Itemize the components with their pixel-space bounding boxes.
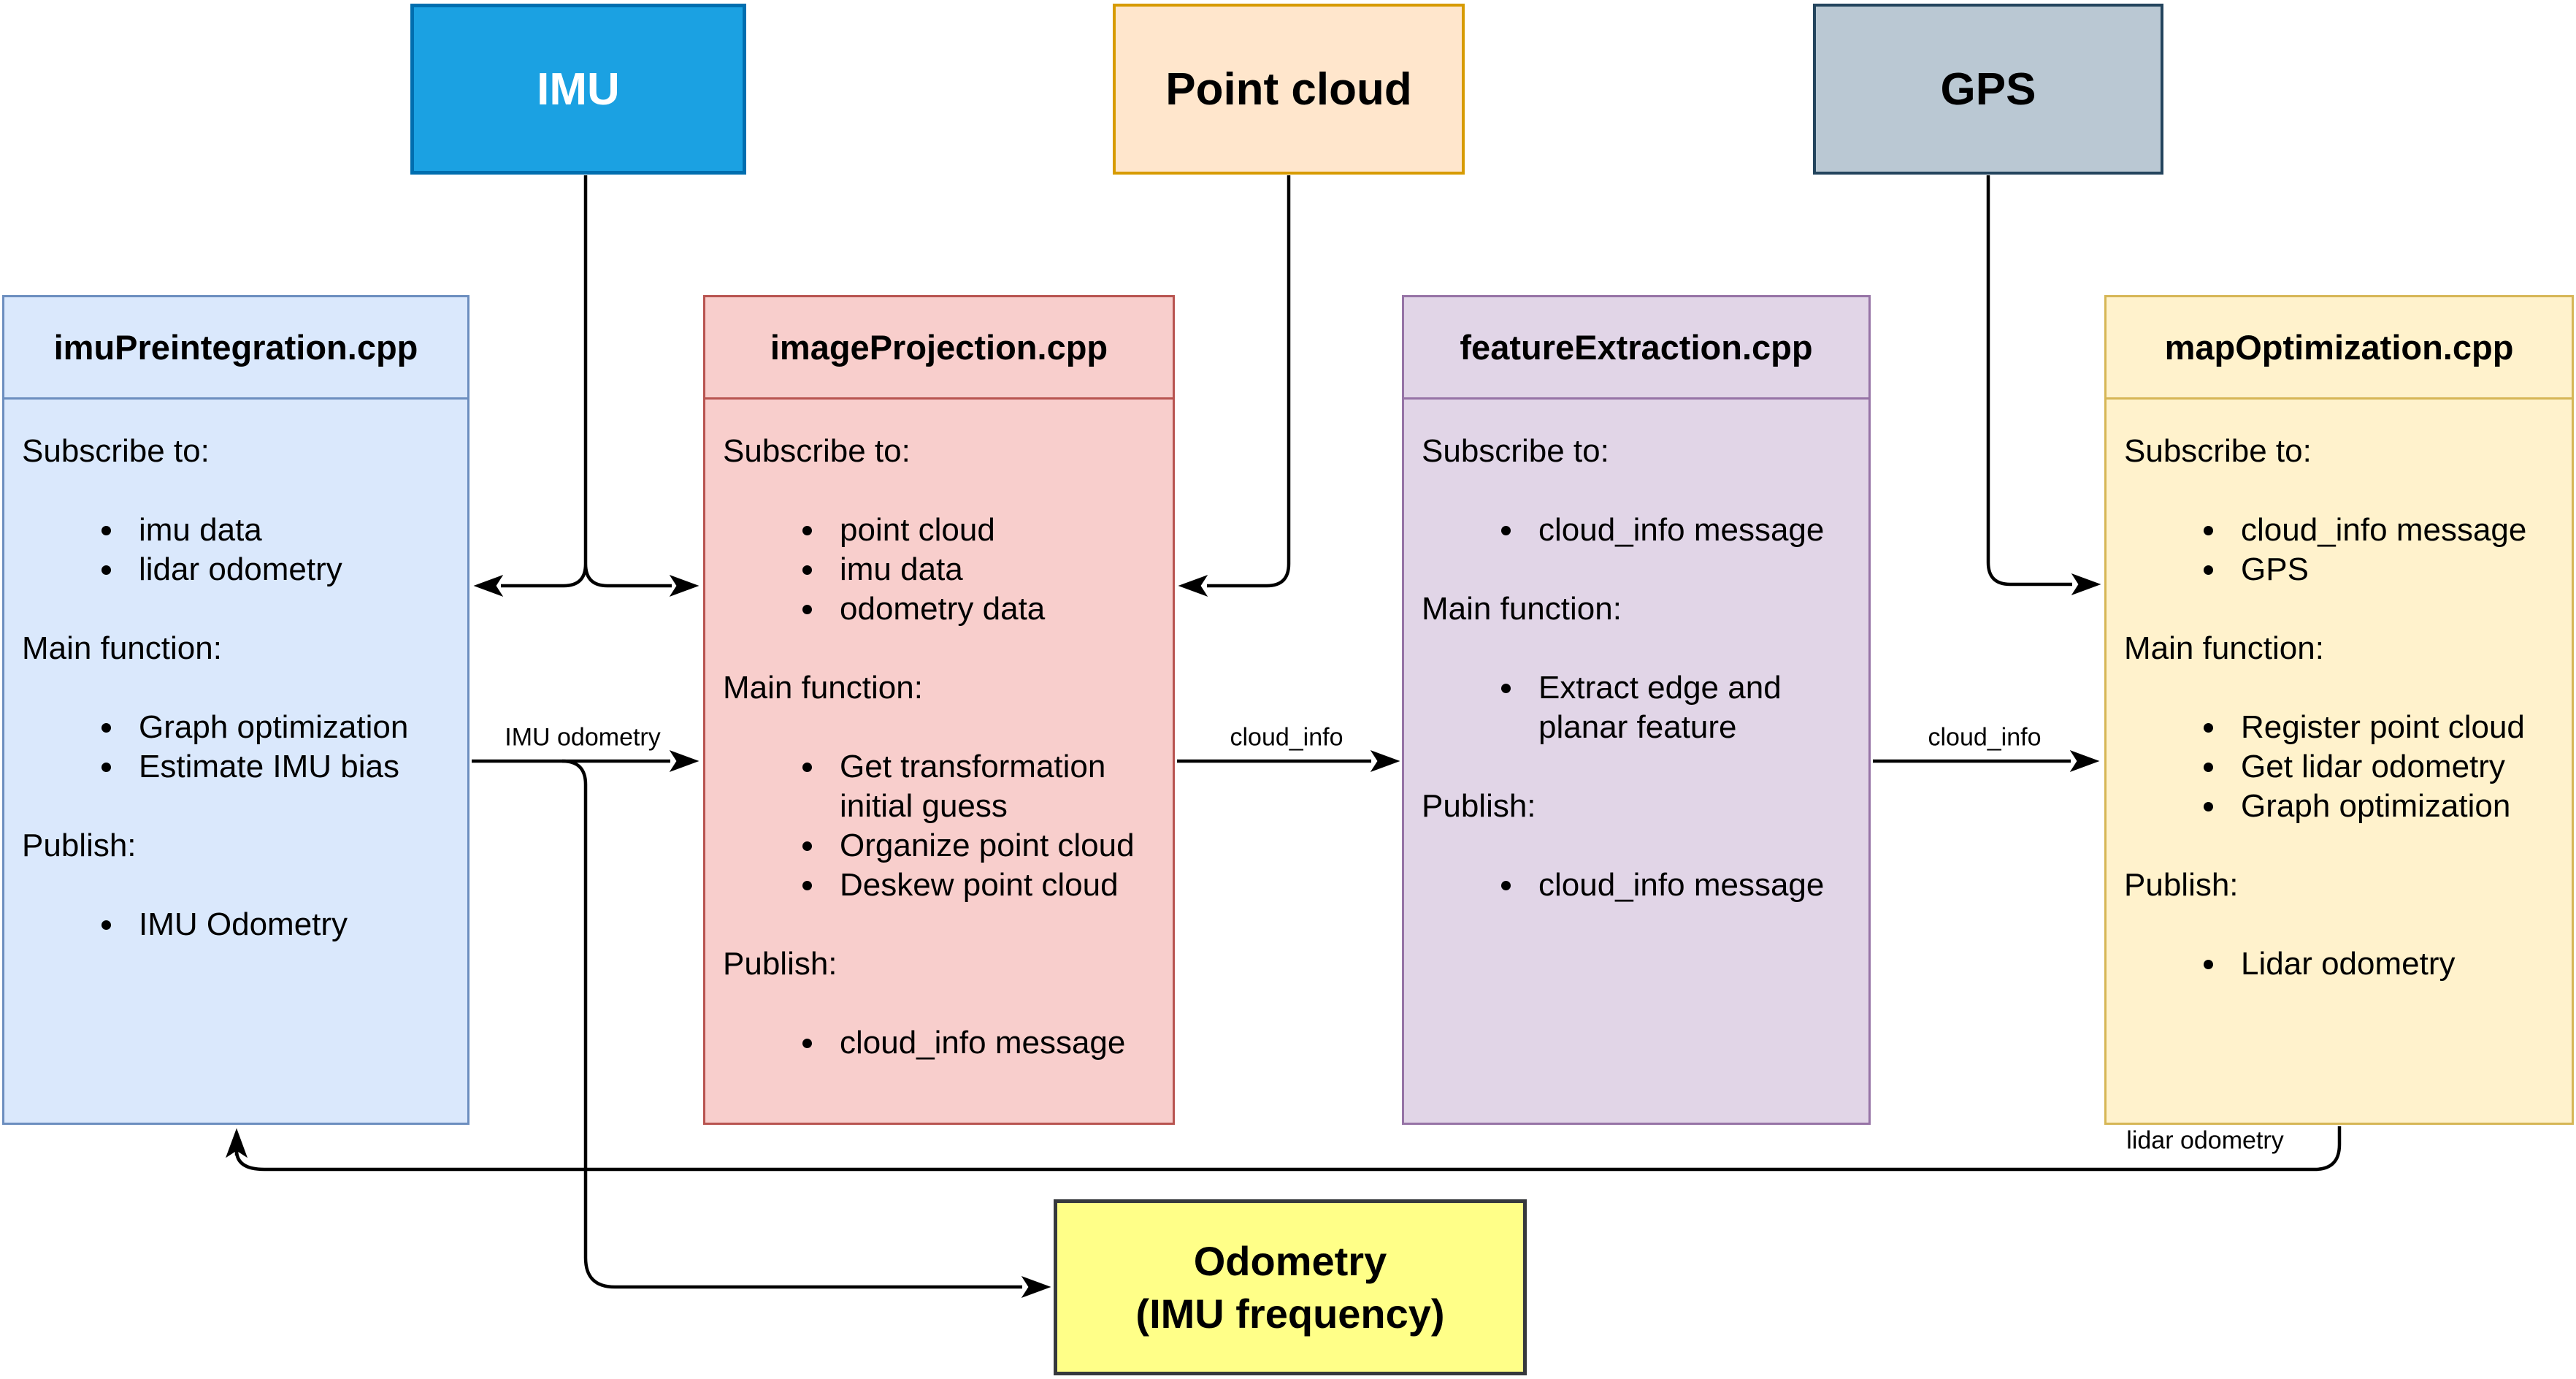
module-body: Subscribe to: imu data lidar odometry Ma… [4,400,467,944]
module-body: Subscribe to: cloud_info message Main fu… [1404,400,1868,905]
section-heading-publish: Publish: [22,828,137,863]
list-item: imu data [827,550,1162,589]
section-heading-main-function: Main function: [22,630,222,666]
module-box-imageprojection: imageProjection.cpp Subscribe to: point … [703,295,1175,1125]
main-function-list: Register point cloud Get lidar odometry … [2124,708,2561,826]
list-item: Get lidar odometry [2228,747,2561,787]
list-item: Estimate IMU bias [126,747,457,787]
list-item: Register point cloud [2228,708,2561,747]
edge-imu-raw [501,175,672,588]
module-title: imageProjection.cpp [705,297,1173,400]
edge-label-lidar-odometry: lidar odometry [2126,1126,2284,1155]
publish-list: cloud_info message [723,1023,1162,1063]
module-title: featureExtraction.cpp [1404,297,1868,400]
list-item: Get transformation initial guess [827,747,1162,826]
list-item: cloud_info message [1525,866,1858,905]
list-item: IMU Odometry [126,905,457,944]
source-label-gps: GPS [1940,64,2036,115]
arrowhead-imu-odometry [669,750,699,772]
list-item: Deskew point cloud [827,866,1162,905]
source-label-imu: IMU [537,64,620,115]
arrowhead-lidar-odometry-feedback [226,1128,248,1158]
arrowhead-imu-raw-right [669,575,699,597]
section-heading-main-function: Main function: [723,670,923,706]
list-item: Organize point cloud [827,826,1162,866]
list-item: cloud_info message [827,1023,1162,1063]
list-item: lidar odometry [126,550,457,589]
source-box-gps: GPS [1813,4,2163,175]
module-title: imuPreintegration.cpp [4,297,467,400]
arrowhead-cloud-info-1 [1370,750,1400,772]
output-label-line2: (IMU frequency) [1135,1290,1445,1337]
list-item: Lidar odometry [2228,944,2561,984]
subscribe-list: imu data lidar odometry [22,511,457,589]
section-heading-main-function: Main function: [2124,630,2324,666]
section-heading-subscribe: Subscribe to: [22,433,210,469]
edge-point-cloud [1207,175,1291,588]
edge-label-cloud-info-1: cloud_info [1230,723,1343,752]
subscribe-list: point cloud imu data odometry data [723,511,1162,629]
main-function-list: Get transformation initial guess Organiz… [723,747,1162,905]
section-heading-publish: Publish: [2124,867,2239,903]
publish-list: IMU Odometry [22,905,457,944]
list-item: odometry data [827,589,1162,629]
list-item: point cloud [827,511,1162,550]
output-box-odometry: Odometry (IMU frequency) [1054,1199,1527,1375]
subscribe-list: cloud_info message [1422,511,1858,550]
module-title: mapOptimization.cpp [2107,297,2572,400]
list-item: imu data [126,511,457,550]
arrowhead-imu-raw-left [473,575,504,597]
list-item: cloud_info message [2228,511,2561,550]
publish-list: cloud_info message [1422,866,1858,905]
module-body: Subscribe to: point cloud imu data odome… [705,400,1173,1063]
section-heading-subscribe: Subscribe to: [723,433,911,469]
source-box-imu: IMU [410,4,746,175]
arrowhead-cloud-info-2 [2069,750,2100,772]
section-heading-subscribe: Subscribe to: [2124,433,2312,469]
edge-label-imu-odometry: IMU odometry [505,723,661,752]
arrowhead-gps [2071,573,2101,595]
edge-gps [1986,175,2072,587]
source-box-point-cloud: Point cloud [1113,4,1465,175]
arrowhead-imu-odometry-branch [1021,1276,1051,1298]
list-item: cloud_info message [1525,511,1858,550]
section-heading-main-function: Main function: [1422,591,1622,627]
list-item: Graph optimization [126,708,457,747]
section-heading-publish: Publish: [723,946,837,982]
module-box-mapoptimization: mapOptimization.cpp Subscribe to: cloud_… [2104,295,2574,1125]
edge-lidar-odometry-feedback [234,1126,2342,1172]
list-item: Extract edge and planar feature [1525,668,1858,747]
publish-list: Lidar odometry [2124,944,2561,984]
section-heading-publish: Publish: [1422,788,1536,824]
section-heading-subscribe: Subscribe to: [1422,433,1609,469]
subscribe-list: cloud_info message GPS [2124,511,2561,589]
edge-label-cloud-info-2: cloud_info [1928,723,2042,752]
main-function-list: Graph optimization Estimate IMU bias [22,708,457,787]
module-box-imupreintegration: imuPreintegration.cpp Subscribe to: imu … [2,295,469,1125]
module-box-featureextraction: featureExtraction.cpp Subscribe to: clou… [1402,295,1871,1125]
module-body: Subscribe to: cloud_info message GPS Mai… [2107,400,2572,984]
main-function-list: Extract edge and planar feature [1422,668,1858,747]
list-item: Graph optimization [2228,787,2561,826]
list-item: GPS [2228,550,2561,589]
arrowhead-point-cloud [1178,575,1208,597]
source-label-point-cloud: Point cloud [1165,64,1412,115]
output-label-line1: Odometry [1193,1237,1387,1284]
